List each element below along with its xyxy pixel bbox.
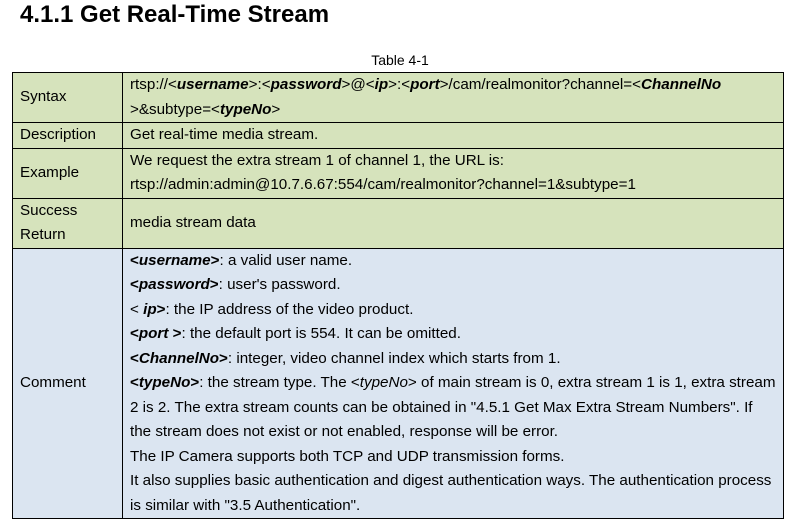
comment-value: <username>: a valid user name. <password… — [122, 247, 784, 519]
example-url: rtsp://admin:admin@10.7.6.67:554/cam/rea… — [130, 176, 636, 193]
syntax-value: rtsp://<username>:<password>@<ip>:<port>… — [122, 72, 784, 123]
comment-bracket: < — [130, 251, 139, 269]
comment-param-ip: ip — [143, 300, 157, 318]
comment-channel: <ChannelNo>: integer, video channel inde… — [130, 347, 776, 372]
success-return-label-line-1: Success — [20, 201, 78, 219]
syntax-param-port: port — [410, 76, 440, 93]
comment-bracket: < — [130, 374, 139, 391]
comment-param-port: port — [138, 325, 169, 342]
syntax-param-password: password — [270, 76, 342, 93]
example-value: We request the extra stream 1 of channel… — [122, 147, 784, 199]
syntax-url-template: rtsp://<username>:<password>@<ip>:<port>… — [130, 76, 721, 118]
comment-param-channel: ChannelNo — [138, 349, 220, 367]
comment-bracket: < — [130, 349, 139, 367]
syntax-text: > — [271, 100, 281, 118]
comment-label: Comment — [12, 247, 123, 519]
syntax-text: >@< — [341, 76, 375, 93]
comment-ip: < ip>: the IP address of the video produ… — [130, 298, 776, 323]
table-row-comment: Comment <username>: a valid user name. <… — [12, 247, 784, 519]
section-heading: 4.1.1 Get Real-Time Stream — [20, 1, 330, 28]
syntax-text: rtsp://< — [130, 76, 177, 93]
comment-text: > of main stream is 0, extra stream 1 is… — [130, 374, 776, 440]
comment-bracket: > — [219, 349, 228, 367]
spec-table: Syntax rtsp://<username>:<password>@<ip>… — [12, 72, 784, 519]
comment-bracket: > — [190, 374, 200, 391]
table-row-success-return: Success Return media stream data — [12, 197, 784, 249]
comment-bracket: > — [168, 325, 182, 342]
comment-text: : the IP address of the video product. — [165, 300, 414, 318]
comment-auth: It also supplies basic authentication an… — [130, 472, 772, 514]
comment-password: <password>: user's password. — [130, 273, 776, 298]
comment-bracket: > — [209, 276, 219, 293]
example-label: Example — [12, 147, 123, 199]
syntax-param-channel: ChannelNo — [641, 76, 722, 93]
table-row-example: Example We request the extra stream 1 of… — [12, 147, 784, 199]
table-caption: Table 4-1 — [371, 52, 429, 68]
table-row-description: Description Get real-time media stream. — [12, 122, 784, 149]
syntax-text: >/cam/realmonitor?channel=< — [439, 76, 642, 93]
syntax-text: >&subtype=< — [130, 100, 220, 118]
comment-port: <port >: the default port is 554. It can… — [130, 322, 776, 347]
example-line-1: We request the extra stream 1 of channel… — [130, 151, 504, 169]
comment-bracket: < — [130, 325, 139, 342]
syntax-param-type: typeNo — [219, 100, 272, 118]
syntax-param-username: username — [176, 76, 249, 93]
comment-type-reference: typeNo — [359, 374, 408, 391]
success-return-value: media stream data — [122, 197, 784, 249]
success-return-label: Success Return — [12, 197, 123, 249]
comment-username: <username>: a valid user name. — [130, 249, 776, 274]
description-value: Get real-time media stream. — [122, 122, 784, 149]
syntax-text: >:< — [388, 76, 411, 93]
syntax-text: >:< — [248, 76, 271, 93]
comment-param-type: typeNo — [138, 374, 191, 391]
syntax-param-ip: ip — [374, 76, 389, 93]
comment-text: : integer, video channel index which sta… — [227, 349, 561, 367]
table-row-syntax: Syntax rtsp://<username>:<password>@<ip>… — [12, 72, 784, 123]
comment-bracket: < — [130, 300, 144, 318]
comment-param-username: username — [138, 251, 211, 269]
comment-text: : user's password. — [218, 276, 341, 293]
comment-bracket: > — [156, 300, 166, 318]
success-return-label-line-2: Return — [20, 226, 66, 243]
comment-transport: The IP Camera supports both TCP and UDP … — [130, 447, 565, 465]
comment-param-password: password — [138, 276, 210, 293]
syntax-label: Syntax — [12, 72, 123, 123]
comment-bracket: > — [210, 251, 220, 269]
comment-bracket: < — [130, 276, 139, 293]
comment-type: <typeNo>: the stream type. The <typeNo> … — [130, 371, 776, 445]
description-label: Description — [12, 122, 123, 149]
comment-text: : the default port is 554. It can be omi… — [181, 325, 461, 342]
comment-text: : a valid user name. — [219, 251, 353, 269]
comment-text: : the stream type. The < — [199, 374, 360, 391]
